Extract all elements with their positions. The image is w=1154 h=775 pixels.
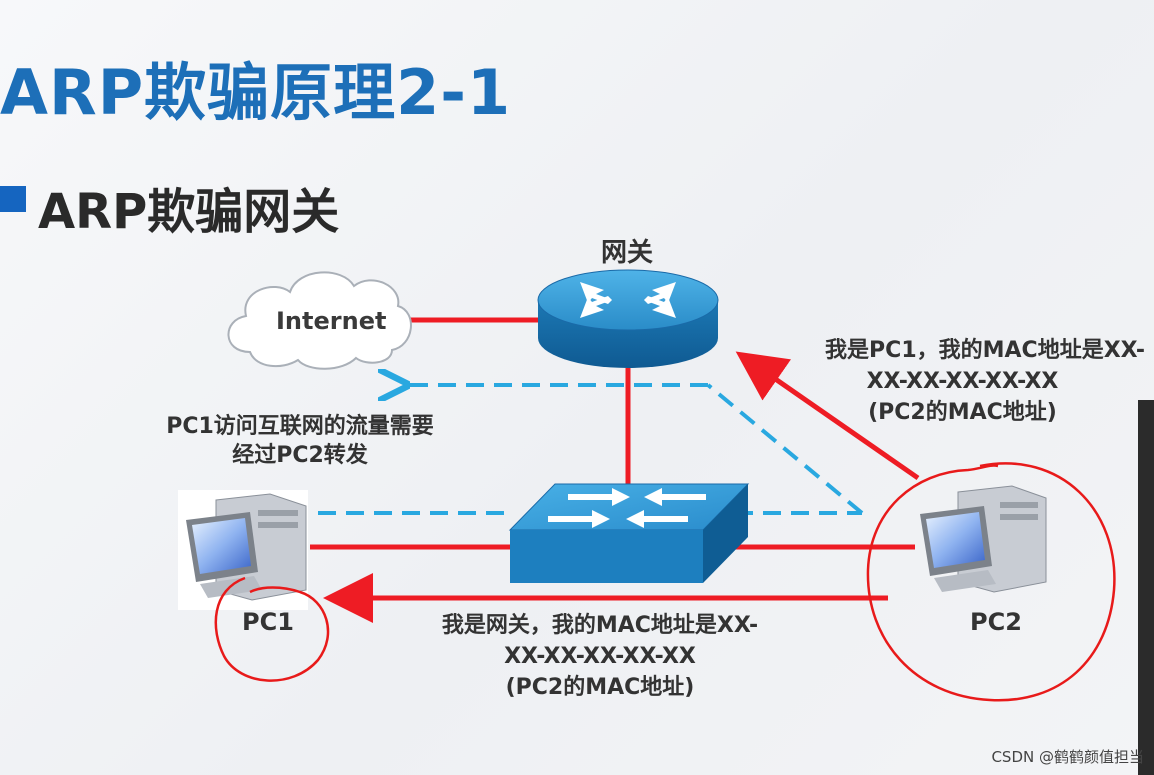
- traffic-note: PC1访问互联网的流量需要 经过PC2转发: [130, 412, 470, 470]
- pc1-computer-icon: [178, 490, 308, 610]
- slide-subtitle: ARP欺骗网关: [38, 184, 340, 240]
- slide-title: ARP欺骗原理2-1: [0, 56, 512, 129]
- traffic-path: [318, 383, 864, 515]
- arp-reply-to-gateway-arrow: [735, 351, 920, 481]
- arp-reply-to-gateway-note: 我是PC1，我的MAC地址是XX- XX-XX-XX-XX-XX (PC2的MA…: [780, 335, 1154, 428]
- pc1-label: PC1: [242, 608, 294, 636]
- to-pc1-line2: XX-XX-XX-XX-XX: [504, 644, 696, 669]
- switch-icon: [508, 483, 750, 583]
- arp-reply-to-pc1-note: 我是网关，我的MAC地址是XX- XX-XX-XX-XX-XX (PC2的MAC…: [400, 610, 800, 703]
- to-gateway-line2: XX-XX-XX-XX-XX: [866, 369, 1059, 394]
- gateway-label: 网关: [601, 238, 654, 268]
- bullet-square-icon: [0, 186, 26, 212]
- pc2-label: PC2: [970, 608, 1022, 636]
- traffic-note-line2: 经过PC2转发: [232, 443, 368, 468]
- window-edge: [1138, 400, 1154, 775]
- internet-label: Internet: [276, 307, 387, 335]
- to-gateway-line3: (PC2的MAC地址): [868, 400, 1057, 425]
- csdn-watermark: CSDN @鹤鹤颜值担当: [991, 748, 1144, 766]
- traffic-note-line1: PC1访问互联网的流量需要: [166, 414, 434, 439]
- traffic-pc2-gateway: [706, 383, 864, 515]
- network-links: [310, 317, 915, 550]
- to-pc1-line3: (PC2的MAC地址): [505, 675, 695, 700]
- pc2-computer-icon: [920, 485, 1047, 593]
- pc2-annotation-circle: [866, 462, 1116, 702]
- pc1-annotation-circle: [214, 576, 330, 682]
- to-gateway-line1: 我是PC1，我的MAC地址是XX-: [825, 338, 1145, 363]
- internet-cloud-icon: [227, 271, 412, 370]
- router-icon: [537, 269, 719, 368]
- to-pc1-line1: 我是网关，我的MAC地址是XX-: [441, 613, 759, 638]
